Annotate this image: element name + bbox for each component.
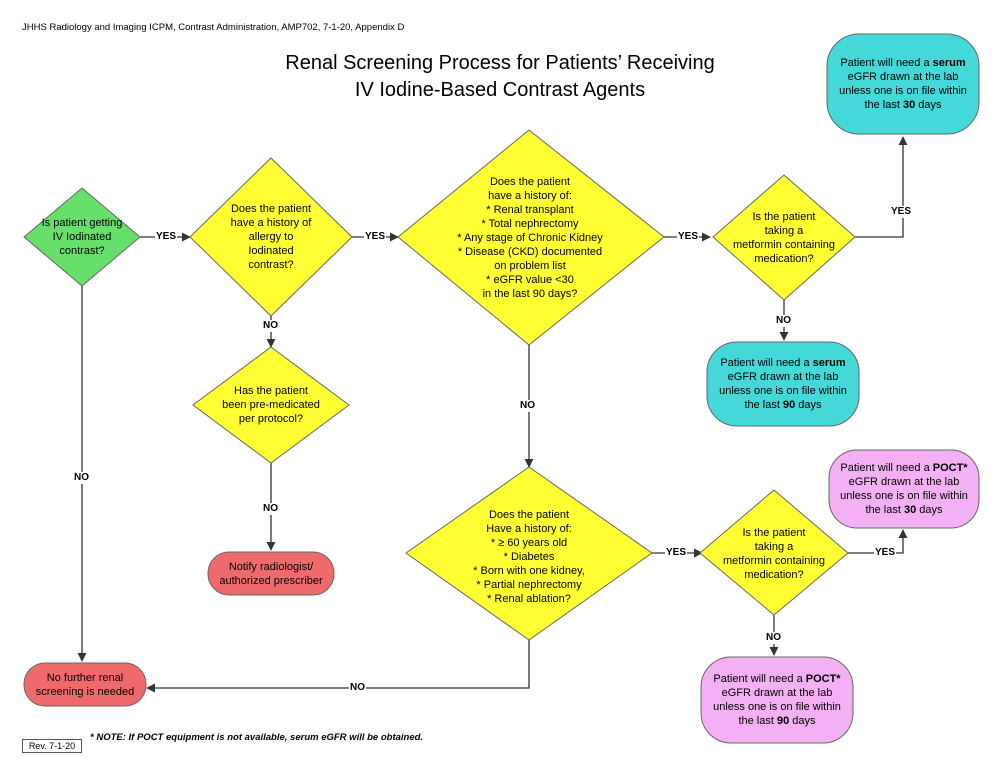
renal-diamond: [397, 129, 665, 346]
text-line: Does the patient: [230, 203, 312, 215]
text-line: contrast?: [248, 259, 294, 271]
text-line: * Renal transplant: [486, 204, 574, 216]
no-label-start: NO: [73, 472, 90, 484]
edge-metformin-top-serum30: [855, 136, 908, 238]
yes-label-renal: YES: [677, 231, 700, 243]
serum30-terminator: [826, 33, 980, 135]
text-line: * Born with one kidney,: [473, 565, 585, 577]
serum30-text: Patient will need a serum eGFR drawn at …: [839, 57, 967, 111]
no-label-metformin-top: NO: [775, 315, 792, 327]
text-line: been pre-medicated: [222, 399, 320, 411]
text-line: Does the patient: [488, 509, 570, 521]
text-line: * Disease (CKD) documented: [457, 246, 603, 258]
poct30-text: Patient will need a POCT* eGFR drawn at …: [840, 462, 968, 516]
text-line: medication?: [744, 569, 804, 581]
yes-label-metformin-top: YES: [890, 206, 913, 218]
footnote: * NOTE: If POCT equipment is not availab…: [90, 732, 424, 743]
text-line: taking a: [754, 541, 794, 553]
notify-terminator: [207, 551, 335, 596]
text-line: metformin containing: [722, 555, 826, 567]
text-line: Notify radiologist/: [228, 560, 314, 573]
text-line: Has the patient: [234, 385, 308, 397]
text-line: No further renal: [46, 671, 124, 684]
poct30-terminator: [828, 449, 980, 529]
serum90-text: Patient will need a serum eGFR drawn at …: [719, 357, 847, 411]
text-line: metformin containing: [732, 239, 836, 251]
no-label-premed: NO: [262, 503, 279, 515]
yes-label-allergy: YES: [364, 231, 387, 243]
text-line: * Partial nephrectomy: [476, 579, 582, 591]
text-line: taking a: [764, 225, 804, 237]
text-line: have a history of: [230, 217, 312, 229]
revision-box: Rev. 7-1-20: [22, 739, 82, 753]
text-line: * Renal ablation?: [487, 593, 571, 605]
edge-risk-nofurther: [146, 640, 530, 693]
text-line: per protocol?: [238, 413, 304, 425]
text-line: Is the patient: [742, 527, 806, 539]
metformin-top-text: Is the patient taking a metformin containi…: [720, 208, 848, 268]
poct90-text: Patient will need a POCT* eGFR drawn at …: [713, 673, 841, 727]
text-line: IV Iodinated: [52, 231, 112, 243]
risk-diamond: [405, 466, 653, 641]
yes-label-metformin-bottom: YES: [874, 547, 897, 559]
edge-metformin-bottom-poct30: [848, 529, 908, 554]
metformin-bottom-text: Is the patient taking a metformin containi…: [710, 524, 838, 584]
metformin-top-diamond: [712, 174, 856, 301]
text-line: * ≥ 60 years old: [490, 537, 568, 549]
text-line: * Diabetes: [503, 551, 555, 563]
poct90-terminator: [700, 656, 854, 744]
text-line: on problem list: [494, 260, 566, 272]
yes-label-risk: YES: [665, 547, 688, 559]
nofurther-terminator: [23, 662, 147, 707]
allergy-diamond: [189, 157, 353, 317]
text-line: Is patient getting: [41, 217, 123, 229]
notify-text: Notify radiologist/authorized prescriber: [208, 552, 334, 595]
no-label-metformin-bottom: NO: [765, 632, 782, 644]
no-label-allergy: NO: [262, 320, 279, 332]
text-line: contrast?: [59, 245, 105, 257]
text-line: Iodinated: [248, 245, 294, 257]
text-line: screening is needed: [35, 685, 135, 698]
text-line: * Total nephrectomy: [481, 218, 579, 230]
title-line-1: Renal Screening Process for Patients’ Re…: [285, 52, 715, 74]
no-label-renal: NO: [519, 400, 536, 412]
text-line: authorized prescriber: [219, 574, 323, 587]
text-line: have a history of:: [488, 190, 572, 202]
page-title: Renal Screening Process for Patients’ Re…: [0, 50, 1000, 104]
premed-diamond: [192, 346, 350, 464]
start-text: Is patient getting IV Iodinated contrast?: [30, 207, 134, 267]
allergy-text: Does the patient have a history of allergy…: [205, 197, 337, 277]
text-line: medication?: [754, 253, 814, 265]
no-label-risk: NO: [349, 682, 366, 694]
serum90-terminator: [706, 341, 860, 427]
renal-text: Does the patient have a history of: * Rena…: [430, 170, 630, 306]
text-line: allergy to: [248, 231, 294, 243]
start-diamond: [23, 187, 141, 287]
document-header: JHHS Radiology and Imaging ICPM, Contras…: [22, 22, 405, 33]
text-line: Have a history of:: [486, 523, 572, 535]
title-line-2: IV Iodine-Based Contrast Agents: [354, 79, 646, 101]
text-line: in the last 90 days?: [482, 288, 578, 300]
yes-label-start: YES: [155, 231, 178, 243]
text-line: Is the patient: [752, 211, 816, 223]
metformin-bottom-diamond: [699, 489, 849, 616]
text-line: Does the patient: [489, 176, 571, 188]
premed-text: Has the patient been pre-medicated per pro…: [205, 380, 337, 430]
text-line: * Any stage of Chronic Kidney: [457, 232, 603, 244]
text-line: * eGFR value <30: [486, 274, 574, 286]
